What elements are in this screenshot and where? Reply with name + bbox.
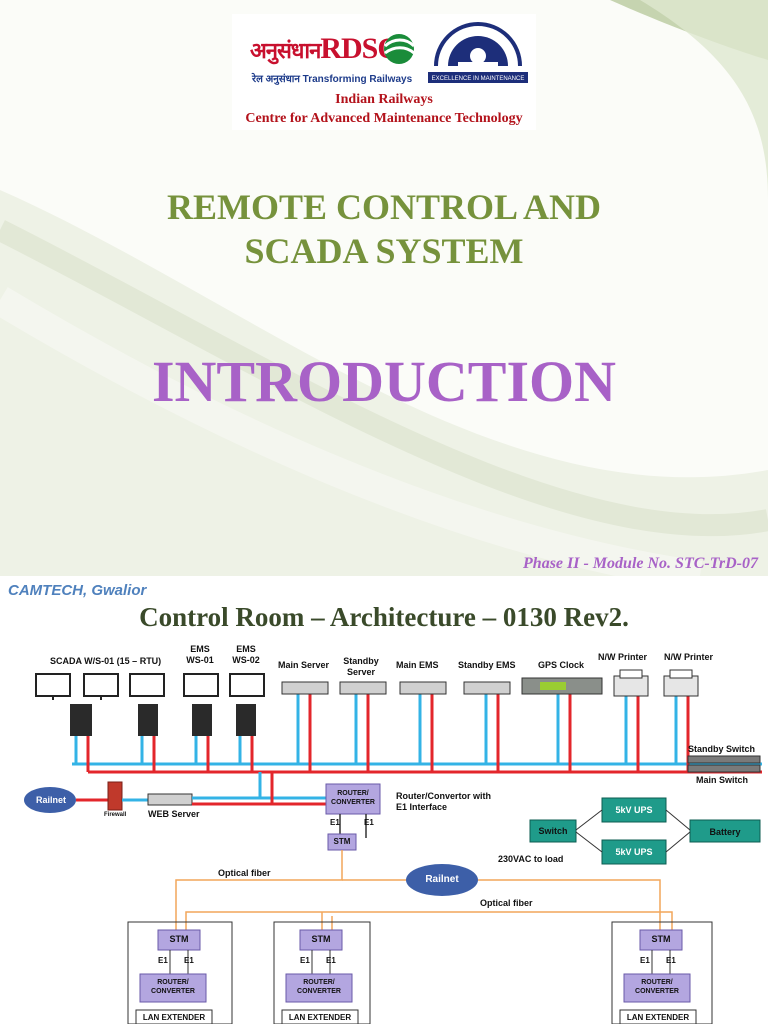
- ems-ws01-label: EMS WS-01: [186, 644, 214, 665]
- stm-label-3: STM: [651, 934, 671, 944]
- ems-ws01-workstation: [183, 673, 219, 736]
- module-number: Phase II - Module No. STC-TrD-07: [523, 555, 758, 572]
- router-desc-label: Router/Convertor with E1 Interface: [396, 791, 492, 812]
- standby-switch: [687, 755, 761, 764]
- e1-label-1a: E1: [158, 956, 168, 965]
- logo-tagline: रेल अनुसंधान Transforming Railways: [252, 74, 413, 85]
- ups1-label: 5kV UPS: [615, 805, 653, 815]
- ems-ws02-workstation: [229, 673, 265, 736]
- battery-label: Battery: [709, 827, 741, 837]
- lan-extender-label-2: LAN EXTENDER: [288, 1013, 352, 1022]
- workstation-2: [129, 673, 165, 736]
- main-switch: [687, 764, 761, 773]
- ups-switch-label: Switch: [538, 826, 568, 836]
- e1-label-2a: E1: [300, 956, 310, 965]
- e1-label-3b: E1: [666, 956, 676, 965]
- battery: [689, 819, 761, 843]
- optical-fiber-links: [175, 850, 673, 930]
- nw-printer1-label: N/W Printer: [598, 652, 648, 662]
- field-station-2: [273, 921, 371, 1024]
- lan-extender-label-3: LAN EXTENDER: [626, 1013, 690, 1022]
- logo-line2: Centre for Advanced Maintenance Technolo…: [245, 111, 523, 126]
- railnet-cloud-center: [406, 864, 478, 896]
- rack-servers: [281, 677, 603, 695]
- ac-load-label: 230VAC to load: [498, 854, 564, 864]
- slide-title-line1: REMOTE CONTROL AND: [166, 187, 602, 227]
- firewall-label: Firewall: [104, 812, 127, 818]
- optical-fiber-label-2: Optical fiber: [480, 898, 533, 908]
- e1-label-3a: E1: [640, 956, 650, 965]
- globe-icon: [384, 34, 416, 64]
- stm-top-label: STM: [333, 837, 351, 846]
- org-label: CAMTECH, Gwalior: [8, 582, 147, 599]
- firewall-icon: [107, 781, 123, 811]
- architecture-diagram: [24, 669, 762, 1024]
- e1-label-1b: E1: [184, 956, 194, 965]
- optical-fiber-label-1: Optical fiber: [218, 868, 271, 878]
- standby-switch-label: Standby Switch: [688, 744, 756, 754]
- background-swoosh: [0, 0, 768, 576]
- field-station-1: [127, 921, 233, 1024]
- railnet-left-label: Railnet: [36, 795, 67, 805]
- standby-server-label: Standby Server: [343, 656, 379, 677]
- stm-label-1: STM: [169, 934, 189, 944]
- introduction-heading: INTRODUCTION: [151, 349, 617, 414]
- ups2-label: 5kV UPS: [615, 847, 653, 857]
- slide-title-line2: SCADA SYSTEM: [244, 231, 524, 271]
- router-top: [325, 783, 381, 815]
- logo-line1: Indian Railways: [335, 92, 433, 107]
- standby-ems-label: Standby EMS: [458, 660, 516, 670]
- web-server-label: WEB Server: [148, 809, 200, 819]
- ems-ws02-label: EMS WS-02: [232, 644, 260, 665]
- router-label-2: ROUTER/ CONVERTER: [297, 979, 341, 995]
- seal-text: EXCELLENCE IN MAINTENANCE: [432, 76, 525, 82]
- slide-title: REMOTE CONTROL AND SCADA SYSTEM: [60, 185, 708, 273]
- architecture-slide: CAMTECH, Gwalior Control Room – Architec…: [0, 576, 768, 1024]
- lan-extender-label-1: LAN EXTENDER: [142, 1013, 206, 1022]
- workstation-drops: [74, 694, 690, 772]
- railnet-center-label: Railnet: [425, 874, 459, 885]
- nw-printer2-label: N/W Printer: [664, 652, 714, 662]
- scada-workstation: [35, 673, 119, 736]
- ups-switch: [529, 819, 577, 843]
- rdso-logo: अनुसंधानRDSO रेल अनुसंधान Transforming R…: [232, 14, 536, 130]
- architecture-title: Control Room – Architecture – 0130 Rev2.: [139, 602, 629, 632]
- e1-top-left: E1: [330, 818, 340, 827]
- scada-ws-label: SCADA W/S-01 (15 – RTU): [50, 656, 162, 666]
- stm-label-2: STM: [311, 934, 331, 944]
- e1-label-2b: E1: [326, 956, 336, 965]
- field-station-3: [611, 921, 713, 1024]
- router-label-3: ROUTER/ CONVERTER: [635, 979, 679, 995]
- camtech-seal-icon: EXCELLENCE IN MAINTENANCE: [428, 22, 528, 83]
- e1-top-right: E1: [364, 818, 374, 827]
- printer-icon: [613, 669, 699, 697]
- railnet-cloud-left: [24, 787, 76, 813]
- logo-brand: अनुसंधानRDSO: [250, 32, 401, 65]
- main-server-label: Main Server: [278, 660, 330, 670]
- main-switch-label: Main Switch: [696, 775, 749, 785]
- gps-clock-label: GPS Clock: [538, 660, 585, 670]
- main-ems-label: Main EMS: [396, 660, 439, 670]
- web-server: [147, 793, 193, 806]
- router-top-label: ROUTER/ CONVERTER: [331, 790, 375, 806]
- title-slide: अनुसंधानRDSO रेल अनुसंधान Transforming R…: [0, 0, 768, 576]
- router-label-1: ROUTER/ CONVERTER: [151, 979, 195, 995]
